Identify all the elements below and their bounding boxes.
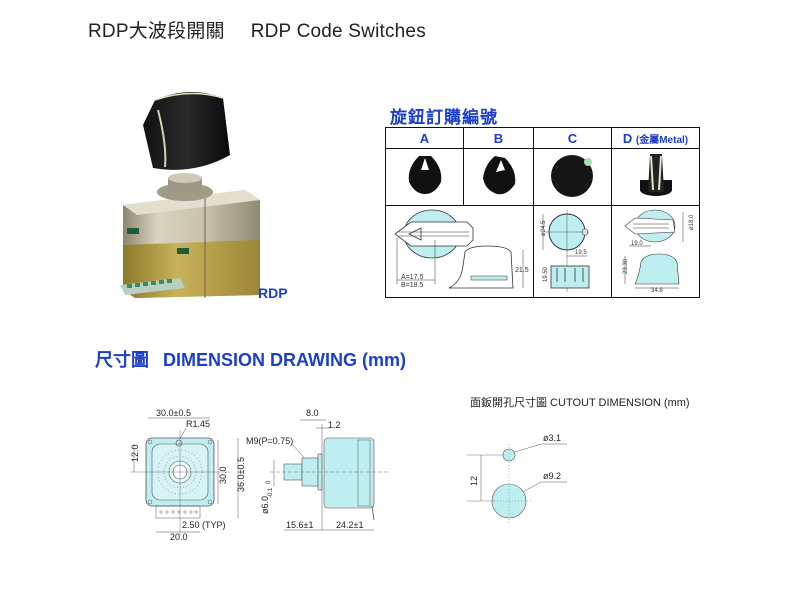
- knob-b-photo: [463, 148, 534, 206]
- svg-text:30.0: 30.0: [218, 466, 228, 484]
- svg-text:34.8: 34.8: [651, 288, 663, 292]
- svg-text:2.50 (TYP): 2.50 (TYP): [182, 520, 226, 530]
- dimension-title: 尺寸圖 DIMENSION DRAWING (mm): [95, 346, 406, 372]
- knob-ab-technical-drawing: A=17.5 B=18.5 21.5: [393, 209, 529, 289]
- svg-text:0: 0: [266, 480, 272, 484]
- svg-text:A=17.5: A=17.5: [401, 274, 423, 281]
- knob-c-technical-drawing: ø24.5 19.5 19.50: [541, 210, 589, 292]
- col-header-d: D (金屬Metal): [611, 127, 700, 149]
- knob-c-icon: [550, 154, 593, 197]
- knob-d-technical-drawing: ø18.0 19.0 23.30 34.8: [623, 209, 695, 294]
- svg-text:19.5: 19.5: [575, 250, 587, 256]
- svg-text:B=18.5: B=18.5: [401, 282, 423, 289]
- page-title: RDP大波段開關 RDP Code Switches: [88, 16, 426, 43]
- knob-d-icon: [639, 153, 672, 196]
- cutout-drawing: ø3.1 ø9.2 12: [467, 433, 567, 524]
- col-header-c: C: [533, 127, 612, 149]
- side-view-drawing: 8.0 1.2 M9(P=0.75) ø6.0 0 -0.1 15.6±1 24…: [246, 408, 390, 531]
- dimension-title-zh: 尺寸圖: [95, 350, 149, 370]
- knob-a-icon: [408, 155, 441, 194]
- dimension-title-en: DIMENSION DRAWING (mm): [163, 350, 406, 370]
- svg-text:20.0: 20.0: [170, 532, 188, 542]
- svg-text:12: 12: [469, 476, 479, 486]
- svg-text:15.6±1: 15.6±1: [286, 520, 313, 530]
- col-header-a: A: [385, 127, 464, 149]
- front-view-drawing: 30.0±0.5 R1.45 12.0 30.0 36.0±0.5 2.50 (…: [130, 408, 246, 542]
- svg-text:19.50: 19.50: [543, 266, 549, 282]
- svg-text:ø6.0: ø6.0: [260, 496, 270, 514]
- svg-text:R1.45: R1.45: [186, 419, 210, 429]
- knob-order-title: 旋鈕訂購編號: [390, 108, 498, 127]
- product-photo: [95, 50, 310, 310]
- svg-text:21.5: 21.5: [515, 267, 529, 274]
- svg-text:36.0±0.5: 36.0±0.5: [236, 457, 246, 492]
- knob-order-table: A B C D (金屬Metal): [385, 127, 700, 298]
- knob-b-icon: [482, 155, 515, 194]
- title-en: RDP Code Switches: [250, 21, 426, 42]
- cutout-title: 面鈑開孔尺寸圖 CUTOUT DIMENSION (mm): [470, 397, 690, 409]
- product-label: RDP: [258, 285, 288, 301]
- svg-text:12.0: 12.0: [130, 444, 140, 462]
- svg-text:30.0±0.5: 30.0±0.5: [156, 408, 191, 418]
- svg-text:-0.1: -0.1: [268, 487, 274, 498]
- svg-text:23.30: 23.30: [623, 258, 629, 274]
- svg-text:ø24.5: ø24.5: [541, 220, 547, 236]
- svg-text:8.0: 8.0: [306, 408, 319, 418]
- knob-d-photo: [611, 148, 700, 206]
- title-zh: RDP大波段開關: [88, 21, 225, 42]
- col-header-b: B: [463, 127, 534, 149]
- rotary-switch-image: [120, 91, 260, 298]
- svg-text:M9(P=0.75): M9(P=0.75): [246, 436, 293, 446]
- svg-text:1.2: 1.2: [328, 420, 341, 430]
- knob-a-photo: [385, 148, 464, 206]
- svg-text:19.0: 19.0: [631, 241, 643, 247]
- svg-text:ø9.2: ø9.2: [543, 471, 561, 481]
- svg-text:24.2±1: 24.2±1: [336, 520, 363, 530]
- knob-ab-drawing: A=17.5 B=18.5 21.5: [385, 205, 534, 298]
- svg-text:ø18.0: ø18.0: [689, 214, 695, 230]
- knob-c-drawing: ø24.5 19.5 19.50: [533, 205, 612, 298]
- knob-c-photo: [533, 148, 612, 206]
- knob-d-drawing: ø18.0 19.0 23.30 34.8: [611, 205, 700, 298]
- svg-text:ø3.1: ø3.1: [543, 433, 561, 443]
